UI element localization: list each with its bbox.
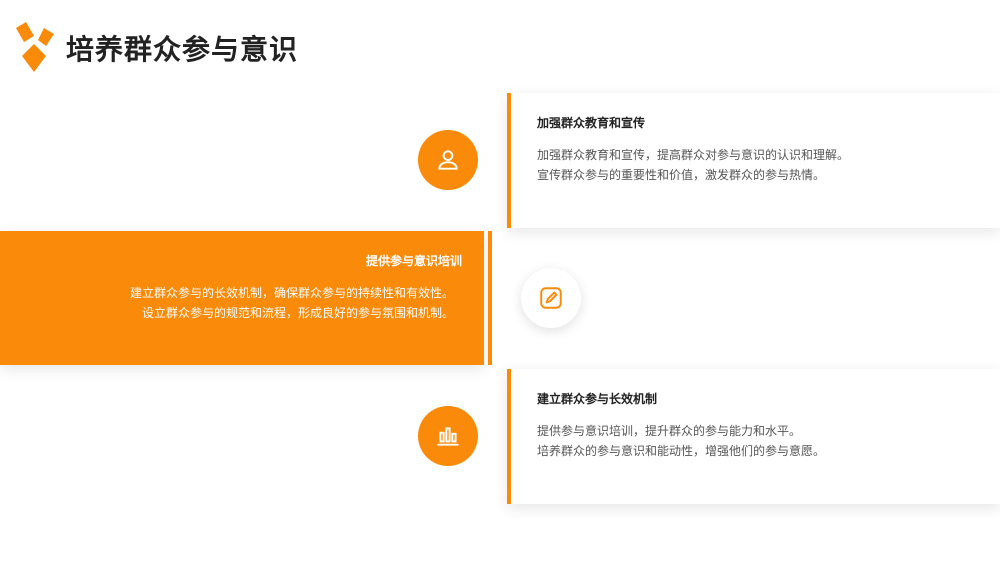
user-icon-badge — [418, 130, 478, 190]
card-description: 提供参与意识培训，提升群众的参与能力和水平。 培养群众的参与意识和能动性，增强他… — [537, 421, 825, 461]
card-accent-bar — [507, 369, 511, 504]
card-heading: 建立群众参与长效机制 — [537, 392, 658, 406]
bar-chart-icon — [437, 427, 459, 446]
card-heading: 加强群众教育和宣传 — [537, 116, 646, 130]
card-training: 提供参与意识培训 建立群众参与的长效机制，确保群众参与的持续性和有效性。 设立群… — [0, 231, 492, 365]
card-line: 建立群众参与的长效机制，确保群众参与的持续性和有效性。 — [129, 286, 454, 300]
card-accent-bar — [507, 93, 511, 228]
bar-chart-icon-badge — [418, 406, 478, 466]
logo-diamond-icon — [16, 22, 54, 72]
card-line: 加强群众教育和宣传，提高群众对参与意识的认识和理解。 — [537, 148, 850, 162]
card-education: 加强群众教育和宣传 加强群众教育和宣传，提高群众对参与意识的认识和理解。 宣传群… — [507, 93, 1000, 228]
card-description: 建立群众参与的长效机制，确保群众参与的持续性和有效性。 设立群众参与的规范和流程… — [130, 283, 454, 323]
card-heading: 提供参与意识培训 — [365, 254, 462, 268]
card-accent-bar — [488, 231, 492, 365]
card-line: 宣传群众参与的重要性和价值，激发群众的参与热情。 — [537, 168, 826, 182]
edit-icon-badge — [521, 268, 581, 328]
card-line: 提供参与意识培训，提升群众的参与能力和水平。 — [537, 424, 802, 438]
card-description: 加强群众教育和宣传，提高群众对参与意识的认识和理解。 宣传群众参与的重要性和价值… — [537, 145, 849, 185]
user-icon — [438, 150, 458, 170]
card-line: 培养群众的参与意识和能动性，增强他们的参与意愿。 — [537, 444, 826, 458]
card-line: 设立群众参与的规范和流程，形成良好的参与氛围和机制。 — [141, 306, 454, 320]
edit-icon — [540, 287, 562, 309]
card-mechanism: 建立群众参与长效机制 提供参与意识培训，提升群众的参与能力和水平。 培养群众的参… — [507, 369, 1000, 504]
page-title: 培养群众参与意识 — [66, 33, 299, 66]
